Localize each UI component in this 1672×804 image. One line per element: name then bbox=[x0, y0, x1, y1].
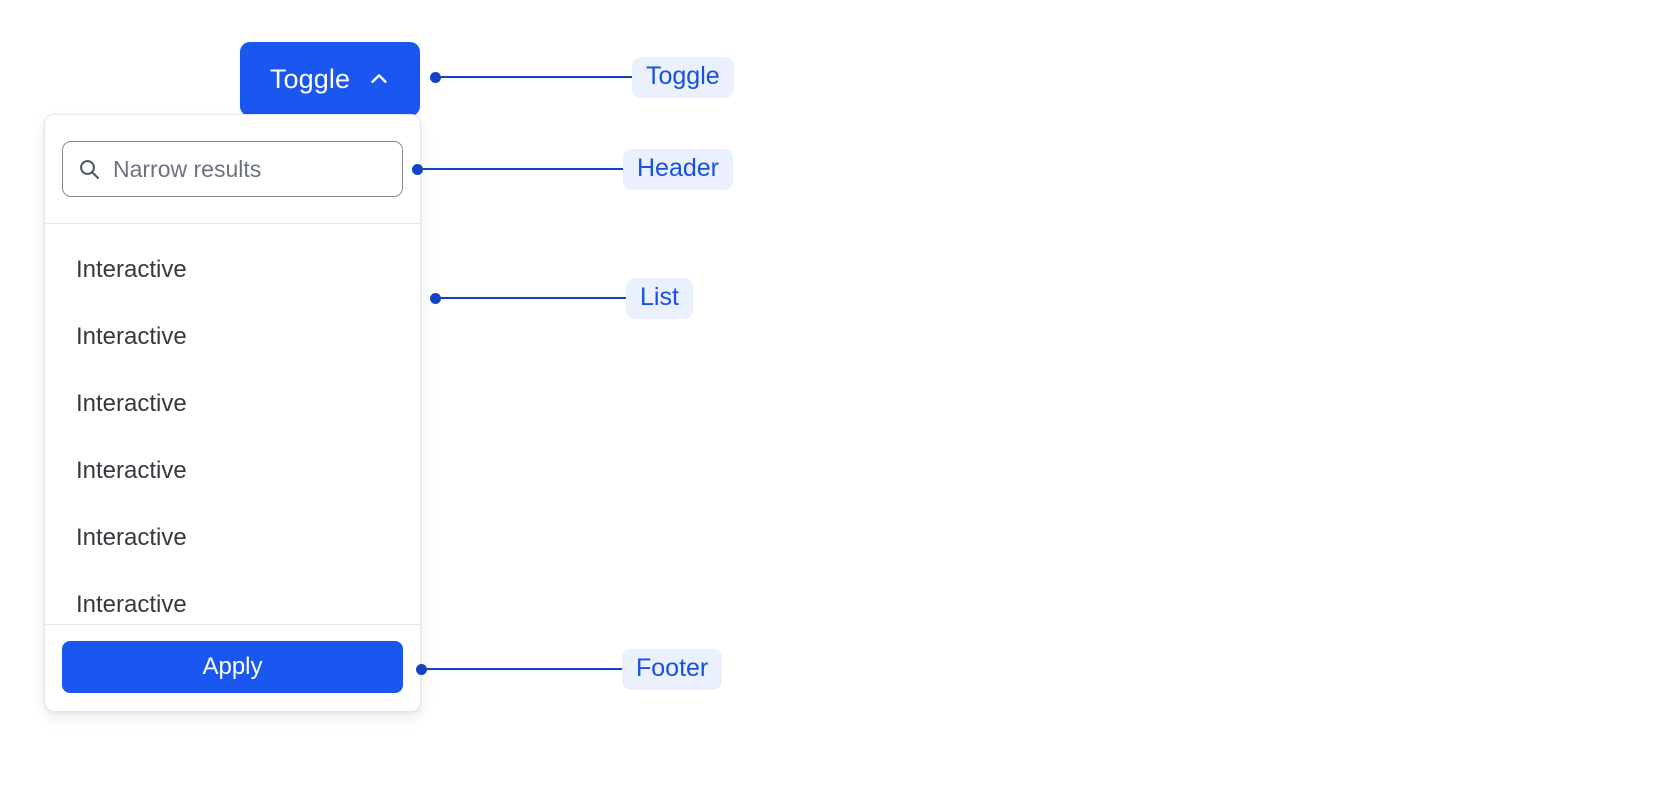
annotation-dot-icon bbox=[416, 663, 427, 675]
annotation-dot-icon bbox=[412, 163, 423, 175]
toggle-button-label: Toggle bbox=[269, 63, 351, 94]
dropdown-panel: Interactive Interactive Interactive Inte… bbox=[44, 114, 421, 712]
list-item[interactable]: Interactive bbox=[76, 255, 187, 283]
annotation-leader-line bbox=[427, 667, 622, 671]
toggle-button[interactable]: Toggle bbox=[240, 42, 420, 116]
annotation-leader-line bbox=[423, 167, 623, 171]
apply-button[interactable]: Apply bbox=[62, 641, 403, 693]
annotation-leader-line bbox=[441, 296, 626, 300]
annotation-leader-line bbox=[441, 75, 632, 79]
search-field-wrapper[interactable] bbox=[62, 141, 409, 197]
annotation-header: Header bbox=[412, 148, 733, 190]
annotation-dot-icon bbox=[430, 292, 441, 304]
annotation-label: Header bbox=[623, 148, 733, 190]
search-icon bbox=[77, 157, 101, 181]
annotation-dot-icon bbox=[430, 71, 441, 83]
list-item[interactable]: Interactive bbox=[76, 389, 187, 417]
annotation-label: List bbox=[626, 277, 693, 319]
annotation-footer: Footer bbox=[416, 648, 723, 690]
panel-list: Interactive Interactive Interactive Inte… bbox=[45, 224, 420, 624]
list-item[interactable]: Interactive bbox=[76, 456, 187, 484]
chevron-up-icon bbox=[368, 68, 390, 90]
annotation-label: Toggle bbox=[632, 56, 734, 98]
annotation-label: Footer bbox=[622, 648, 723, 690]
search-input[interactable] bbox=[113, 142, 409, 196]
panel-header bbox=[45, 115, 420, 224]
list-item[interactable]: Interactive bbox=[76, 523, 187, 551]
list-item[interactable]: Interactive bbox=[76, 590, 187, 618]
annotation-list: List bbox=[430, 277, 693, 319]
annotation-toggle: Toggle bbox=[430, 56, 734, 98]
panel-footer: Apply bbox=[45, 624, 420, 711]
list-item[interactable]: Interactive bbox=[76, 322, 187, 350]
